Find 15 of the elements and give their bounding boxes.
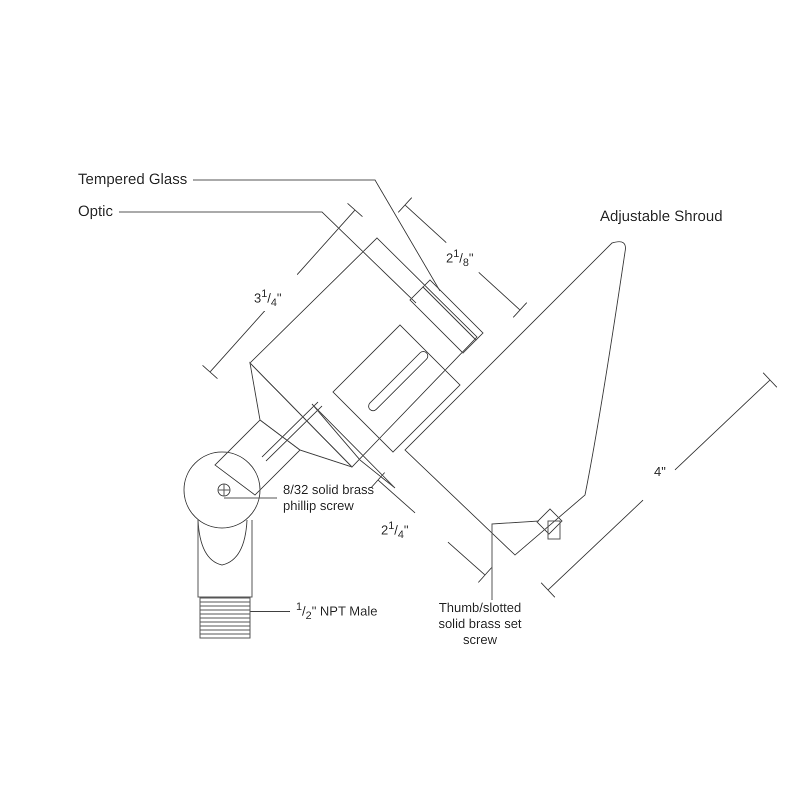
callout-text: Thumb/slotted solid brass set screw [425, 600, 535, 648]
leader-line [192, 180, 440, 292]
screw-head [218, 484, 230, 496]
leader-line [118, 212, 416, 304]
optic-reflector [409, 286, 477, 354]
callout-text: Optic [78, 204, 114, 220]
leader-line [250, 611, 290, 612]
part-label: Adjustable Shroud [600, 209, 723, 225]
leader-line [492, 520, 540, 600]
callout-text: $^{1}$/$_{2}$" NPT Male [296, 599, 378, 624]
callout-text: Tempered Glass [78, 172, 188, 188]
tempered-glass-lens [422, 279, 484, 341]
set-screw [536, 508, 563, 540]
threaded-stem [200, 598, 250, 638]
callout-text: 8/32 solid brass phillip screw [283, 482, 383, 514]
